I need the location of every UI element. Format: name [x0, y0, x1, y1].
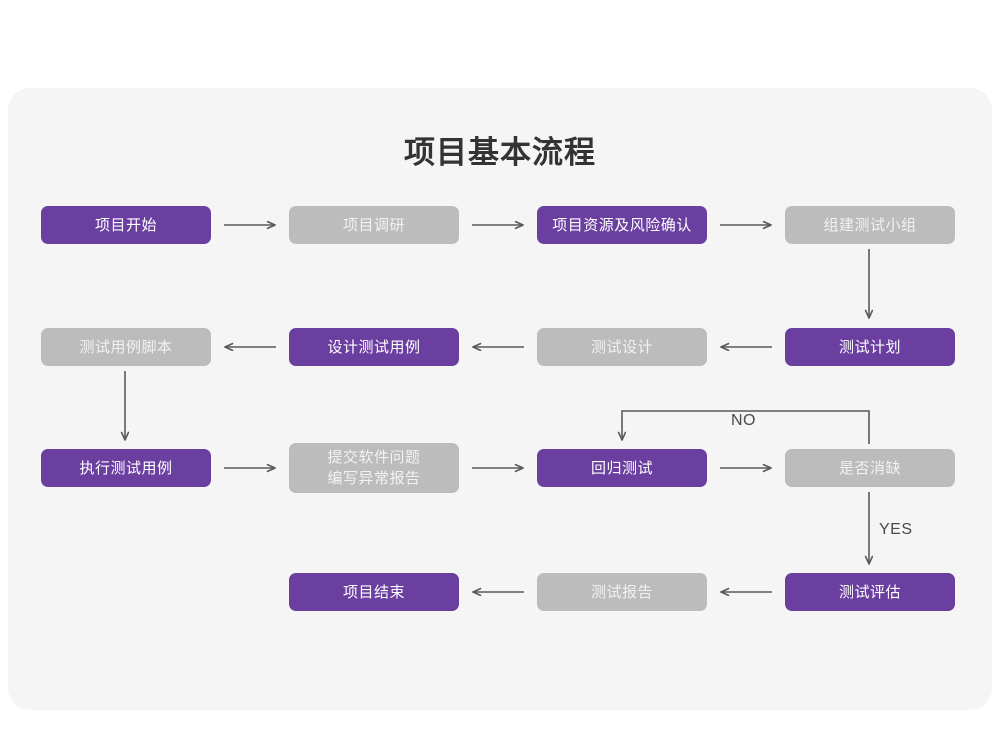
page-title: 项目基本流程 — [404, 135, 596, 170]
node-test-report[interactable]: 测试报告 — [537, 573, 707, 611]
node-project-research[interactable]: 项目调研 — [289, 206, 459, 244]
node-test-plan[interactable]: 测试计划 — [785, 328, 955, 366]
edge-label-no: NO — [731, 412, 756, 429]
node-submit-defects[interactable]: 提交软件问题 编写异常报告 — [289, 443, 459, 493]
diagram-card — [8, 88, 992, 710]
node-defect-resolved[interactable]: 是否消缺 — [785, 449, 955, 487]
edge-label-yes: YES — [879, 521, 913, 538]
node-test-case-script[interactable]: 测试用例脚本 — [41, 328, 211, 366]
node-regression-test[interactable]: 回归测试 — [537, 449, 707, 487]
node-execute-test-cases[interactable]: 执行测试用例 — [41, 449, 211, 487]
node-resource-risk-confirm[interactable]: 项目资源及风险确认 — [537, 206, 707, 244]
node-project-end[interactable]: 项目结束 — [289, 573, 459, 611]
node-project-start[interactable]: 项目开始 — [41, 206, 211, 244]
node-test-evaluation[interactable]: 测试评估 — [785, 573, 955, 611]
node-test-design[interactable]: 测试设计 — [537, 328, 707, 366]
node-build-test-team[interactable]: 组建测试小组 — [785, 206, 955, 244]
node-design-test-cases[interactable]: 设计测试用例 — [289, 328, 459, 366]
